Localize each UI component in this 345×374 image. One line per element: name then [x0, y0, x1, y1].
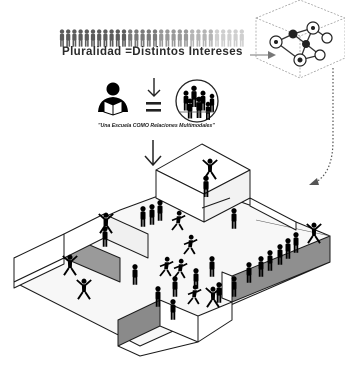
- arrow-to-network: [250, 51, 276, 59]
- down-arrow-small: [147, 78, 161, 97]
- front-edge-wall: [197, 301, 233, 343]
- equals-sign: [146, 102, 161, 112]
- school-building: [13, 143, 331, 357]
- network-nodes: [269, 21, 333, 67]
- flask-icon: [302, 40, 310, 48]
- paintbrush-icon: [314, 49, 326, 61]
- down-arrow-large: [144, 140, 162, 167]
- diagram-title: Pluralidad =Distintos Intereses: [62, 46, 243, 58]
- music-note-icon: [321, 32, 333, 44]
- diagram-caption: "Una Escuela COMO Relaciones Multimodale…: [98, 123, 215, 129]
- palette-icon: [288, 29, 298, 39]
- back-right-wall: [249, 197, 297, 231]
- right-wall-top: [221, 271, 233, 303]
- dotted-arrow-to-building: [309, 68, 334, 185]
- reading-student-icon: [98, 82, 128, 116]
- group-circle-icon: [175, 79, 219, 123]
